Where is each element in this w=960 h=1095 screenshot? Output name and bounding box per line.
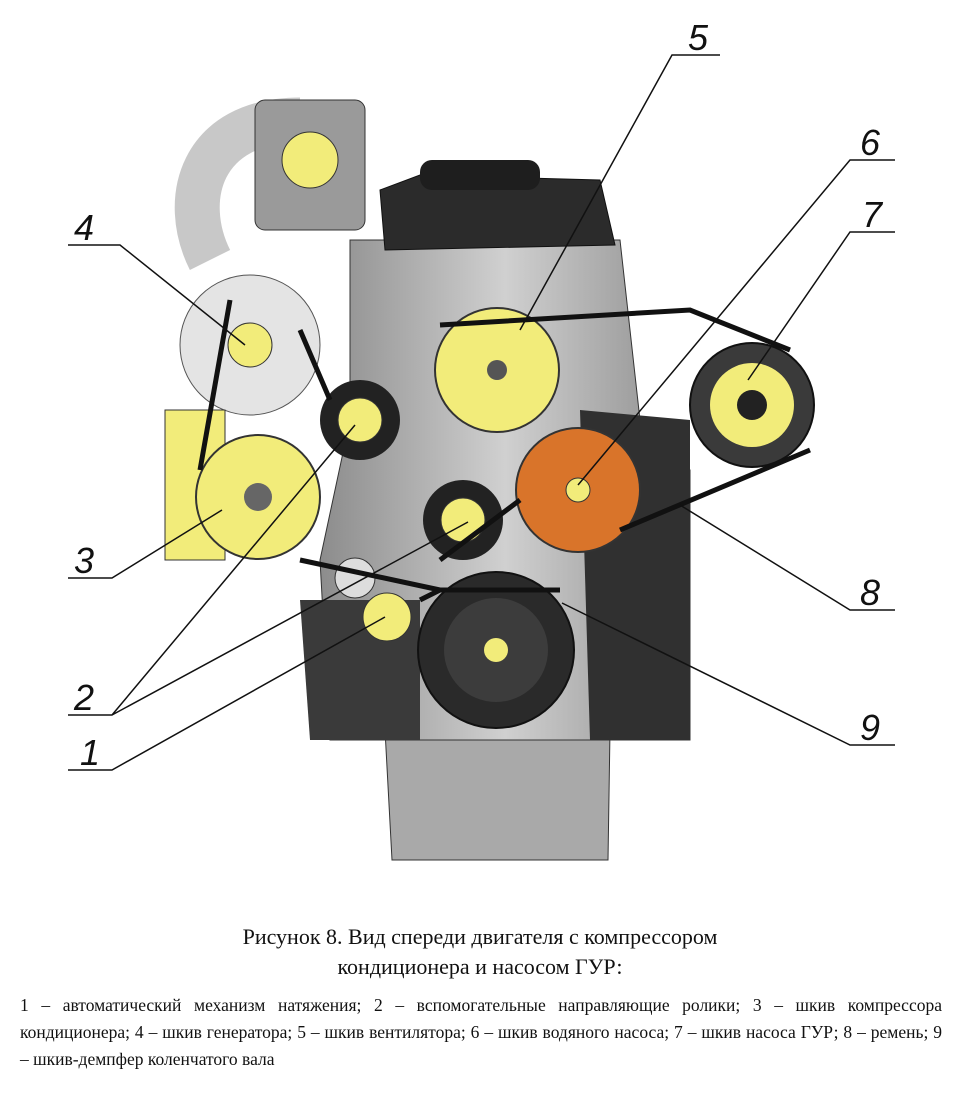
valve-cover: [379, 174, 616, 251]
generator-pulley: [227, 322, 273, 368]
oil-cap: [420, 160, 540, 190]
callout-3: 3: [74, 540, 94, 581]
oil-pan: [384, 729, 611, 861]
figure-caption: Рисунок 8. Вид спереди двигателя с компр…: [0, 922, 960, 982]
caption-line-1: Рисунок 8. Вид спереди двигателя с компр…: [242, 924, 718, 949]
drive-belt: [197, 299, 811, 603]
callout-6: 6: [860, 122, 881, 163]
water-pump-hub: [565, 477, 591, 503]
figure-legend: 1 – автоматический механизм натяжения; 2…: [20, 995, 942, 1069]
idler-roller-upper-hub: [337, 397, 383, 443]
callout-2: 2: [73, 677, 94, 718]
power-steering-hub: [737, 390, 767, 420]
tensioner: [334, 557, 376, 599]
callout-1: 1: [80, 732, 100, 773]
fan-pulley-hub: [487, 360, 507, 380]
caption-line-2: кондиционера и насосом ГУР:: [337, 954, 623, 979]
throttle-plate: [281, 131, 339, 189]
callout-5: 5: [688, 17, 709, 58]
callout-8: 8: [860, 572, 880, 613]
callout-9: 9: [860, 707, 880, 748]
ac-compressor-hub: [244, 483, 272, 511]
callout-leaders: [68, 54, 895, 771]
tensioner-pulley: [362, 592, 412, 642]
engine-front-view-diagram: 4 3 2 1 5 6 7 8 9: [68, 17, 895, 861]
callout-4: 4: [74, 207, 94, 248]
callout-7: 7: [862, 194, 884, 235]
idler-roller-lower-hub: [440, 497, 486, 543]
crankshaft-hub: [484, 638, 508, 662]
